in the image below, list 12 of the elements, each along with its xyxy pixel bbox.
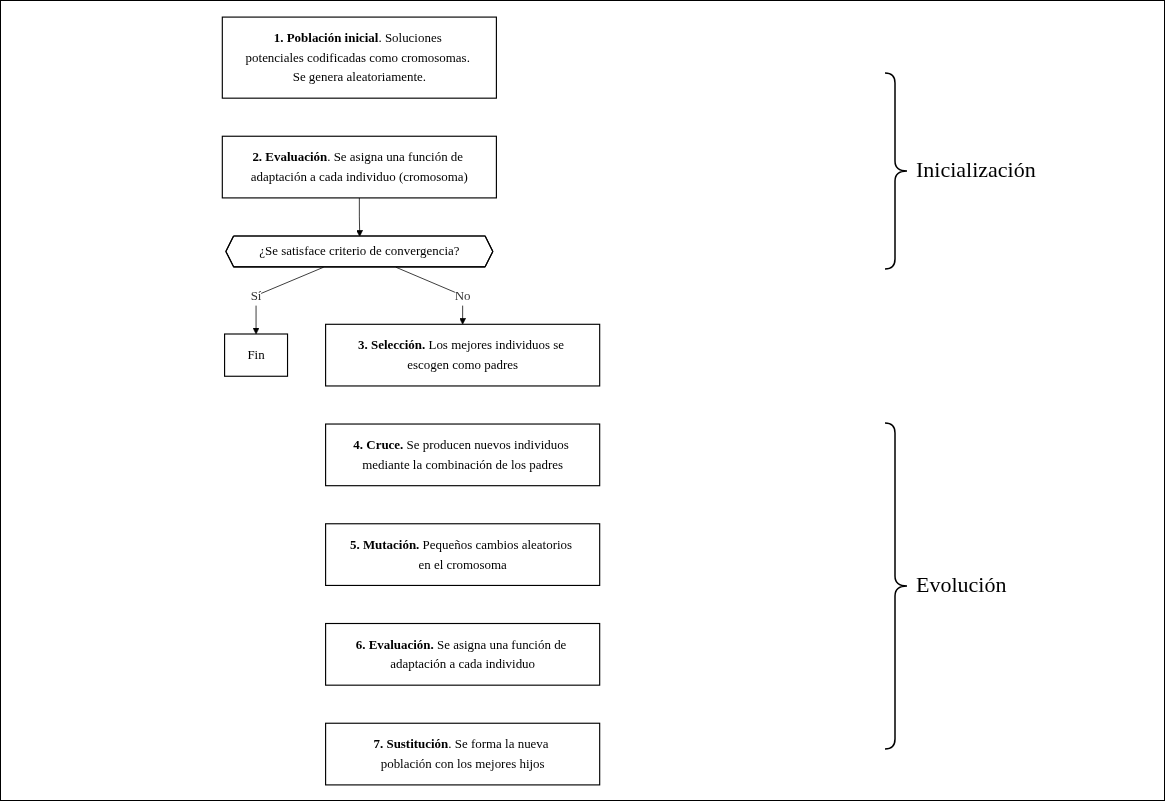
phase-label: Evolución [916,572,1007,598]
node-box: Fin [224,333,289,377]
edge-label: No [454,288,471,303]
node-box: 2. Evaluación. Se asigna una función de adaptación a cada individuo (cromosoma) [221,135,497,199]
node-box: 4. Cruce. Se producen nuevos individuos mediante la combinación de los padres [325,423,601,487]
edge-label: Sí [250,288,262,303]
node-box: 7. Sustitución. Se forma la nueva población con los mejores hijos [325,722,601,786]
node-box: 3. Selección. Los mejores individuos se escogen como padres [325,323,601,387]
node-box: 5. Mutación. Pequeños cambios aleatorios en el cromosoma [325,523,601,586]
phase-label: Inicialización [916,157,1036,183]
node-box: 1. Población inicial. Soluciones potenciales codificadas como cromosomas. Se genera aleatoriamente. [221,16,497,99]
node-box: 6. Evaluación. Se asigna una función de adaptación a cada individuo [325,622,601,686]
